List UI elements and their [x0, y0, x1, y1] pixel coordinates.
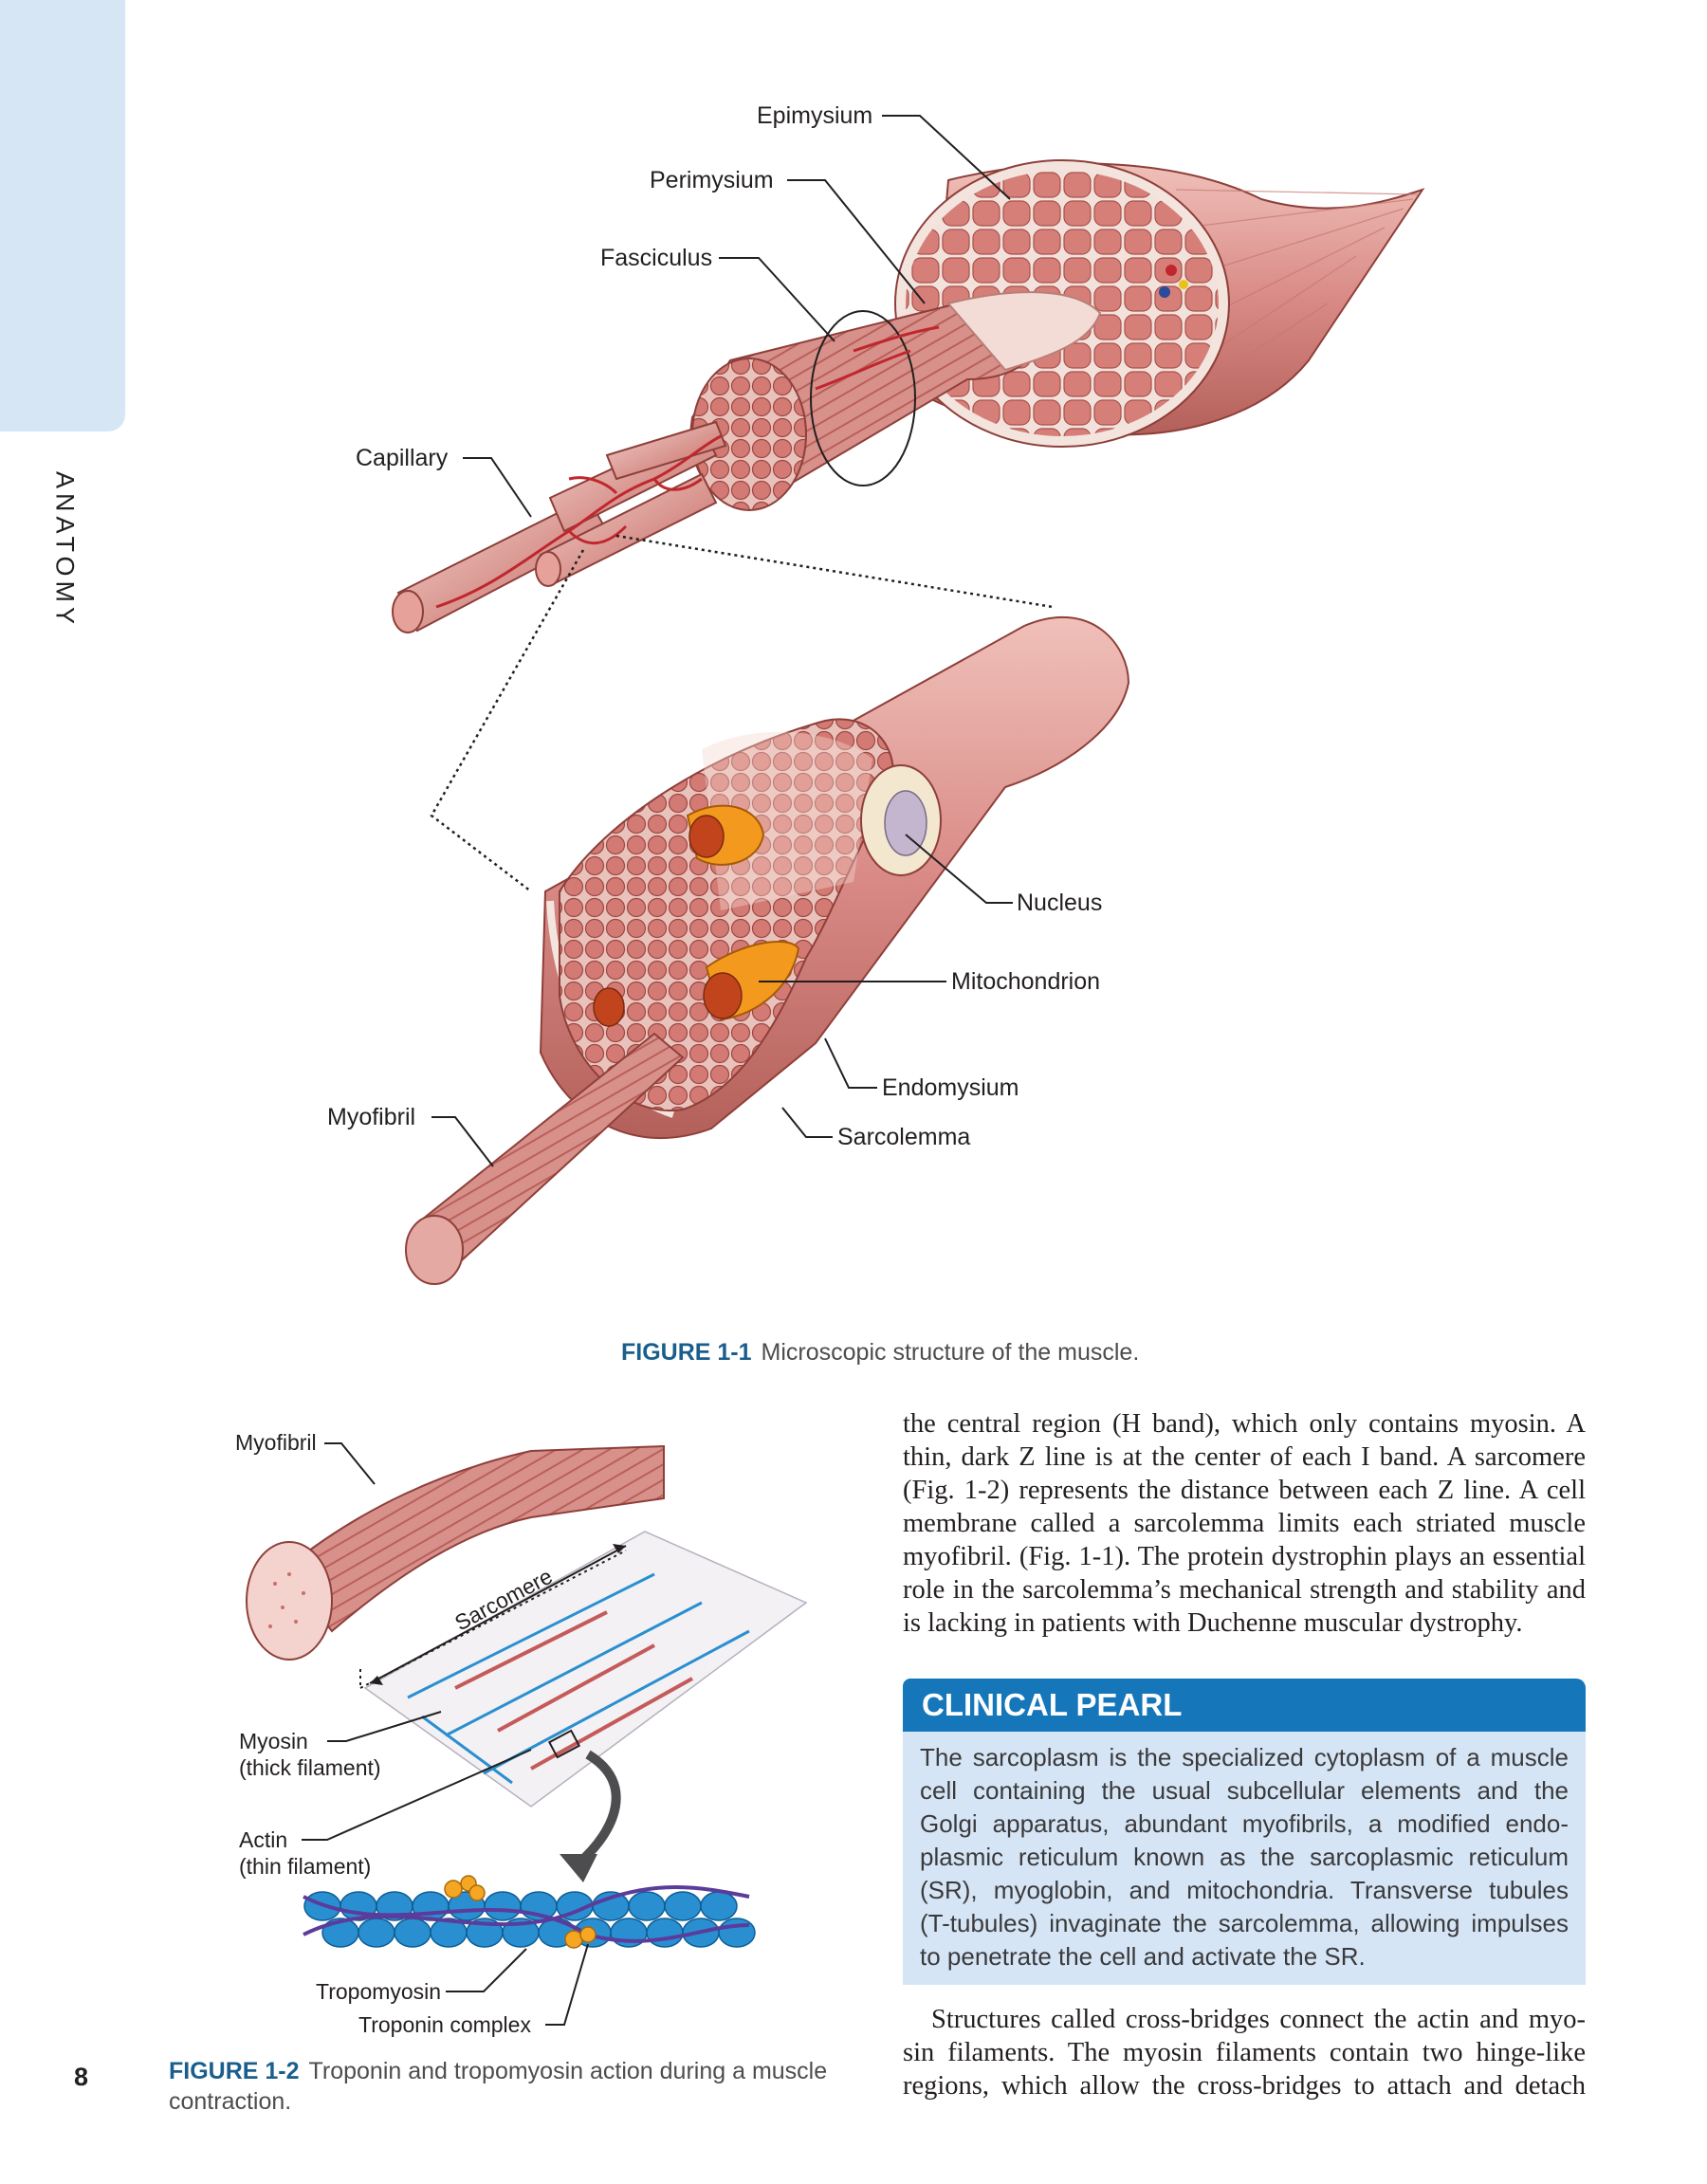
pearl-line: (T-tubules) invaginate the sarcolemma, a… — [920, 1909, 1569, 1937]
label-epimysium: Epimysium — [757, 102, 872, 129]
figure-1-1-number: FIGURE 1-1 — [621, 1339, 752, 1366]
myofibril-end — [246, 1541, 333, 1661]
sarcomere-panel — [363, 1531, 808, 1808]
p1-line: is lacking in patients with Duchenne mus… — [903, 1608, 1523, 1638]
figure-1-2-caption-line1: Troponin and tropomyosin action during a… — [308, 2058, 828, 2084]
figure-1-2-caption: FIGURE 1-2 Troponin and tropomyosin actio… — [169, 2056, 852, 2117]
label-myosin-sub: (thick filament) — [239, 1755, 381, 1780]
troponin-complexes — [444, 1875, 597, 1949]
filament-highlight — [547, 1729, 581, 1759]
p1-line: thin, dark Z line is at the center of ea… — [903, 1442, 1586, 1472]
figure-1-2-caption-line2: contraction. — [169, 2088, 292, 2115]
p1-line: role in the sarcolemma’s mechanical stre… — [903, 1575, 1586, 1605]
pearl-line: The sarcoplasm is the specialized cytopl… — [920, 1743, 1569, 1771]
pearl-line: to penetrate the cell and activate the S… — [920, 1942, 1366, 1971]
zoom-connector — [615, 534, 1054, 609]
figure-1-2-number: FIGURE 1-2 — [169, 2058, 300, 2084]
label-troponin: Troponin complex — [358, 2012, 531, 2037]
actin-filament — [303, 1891, 756, 1948]
muscle-fibers — [392, 420, 727, 633]
label-myofibril: Myofibril — [327, 1104, 415, 1130]
body-paragraph-1: the central region (H band), which only … — [903, 1407, 1586, 1640]
mitochondria — [593, 804, 800, 1027]
label-actin: Actin — [239, 1827, 287, 1852]
label-capillary: Capillary — [356, 445, 449, 471]
label-tropomyosin: Tropomyosin — [316, 1979, 441, 2004]
label-actin-sub: (thin filament) — [239, 1854, 371, 1879]
figure-1-1-caption-text: Microscopic structure of the muscle. — [761, 1339, 1140, 1366]
label-perimysium: Perimysium — [650, 167, 774, 193]
label-mitochondrion: Mitochondrion — [951, 968, 1100, 995]
body-paragraph-2: Structures called cross-bridges connect … — [903, 2003, 1586, 2102]
zoom-arrow — [575, 1750, 621, 1867]
p1-line: membrane called a sarcolemma limits each… — [903, 1509, 1586, 1538]
perimysium-ring — [810, 310, 916, 486]
clinical-pearl-box: CLINICAL PEARL The sarcoplasm is the spe… — [903, 1679, 1586, 1985]
tropomyosin-strand — [303, 1885, 750, 1936]
figure-1-1-caption: FIGURE 1-1 Microscopic structure of the m… — [621, 1339, 1139, 1367]
clinical-pearl-body: The sarcoplasm is the specialized cytopl… — [903, 1732, 1586, 1985]
page-number: 8 — [74, 2063, 89, 2091]
clinical-pearl-title: CLINICAL PEARL — [903, 1679, 1586, 1732]
p2-line: Structures called cross-bridges connect … — [931, 2005, 1586, 2034]
p1-line: the central region (H band), which only … — [903, 1409, 1586, 1439]
label-sarcomere: Sarcomere — [450, 1564, 557, 1636]
label-myosin: Myosin — [239, 1729, 308, 1753]
pearl-line: Golgi apparatus, abundant myofibrils, a … — [920, 1809, 1569, 1838]
pearl-line: (SR), myoglobin, and mitochondria. Trans… — [920, 1876, 1569, 1904]
pearl-line: plasmic reticulum known as the sarcoplas… — [920, 1843, 1569, 1871]
p2-line: sin filaments. The myosin filaments cont… — [903, 2038, 1586, 2067]
capillary-vessel — [435, 434, 722, 609]
label-endomysium: Endomysium — [882, 1074, 1019, 1101]
label-fig2-myofibril: Myofibril — [235, 1430, 317, 1455]
pearl-line: cell containing the usual subcellular el… — [920, 1776, 1569, 1805]
figure-1-1-illustration: Epimysium Perimysium Fasciculus Capillar… — [327, 102, 1425, 1285]
p2-line: regions, which allow the cross-bridges t… — [903, 2071, 1586, 2101]
sarcomere-arrow — [369, 1545, 627, 1684]
section-tab — [0, 0, 125, 431]
label-fasciculus: Fasciculus — [600, 245, 712, 271]
p1-line: (Fig. 1-2) represents the distance betwe… — [903, 1476, 1586, 1505]
label-sarcolemma: Sarcolemma — [837, 1124, 970, 1150]
p1-line: myofibril. (Fig. 1-1). The protein dystr… — [903, 1542, 1586, 1571]
label-nucleus: Nucleus — [1017, 890, 1102, 916]
myofibril-segment — [283, 1444, 665, 1633]
